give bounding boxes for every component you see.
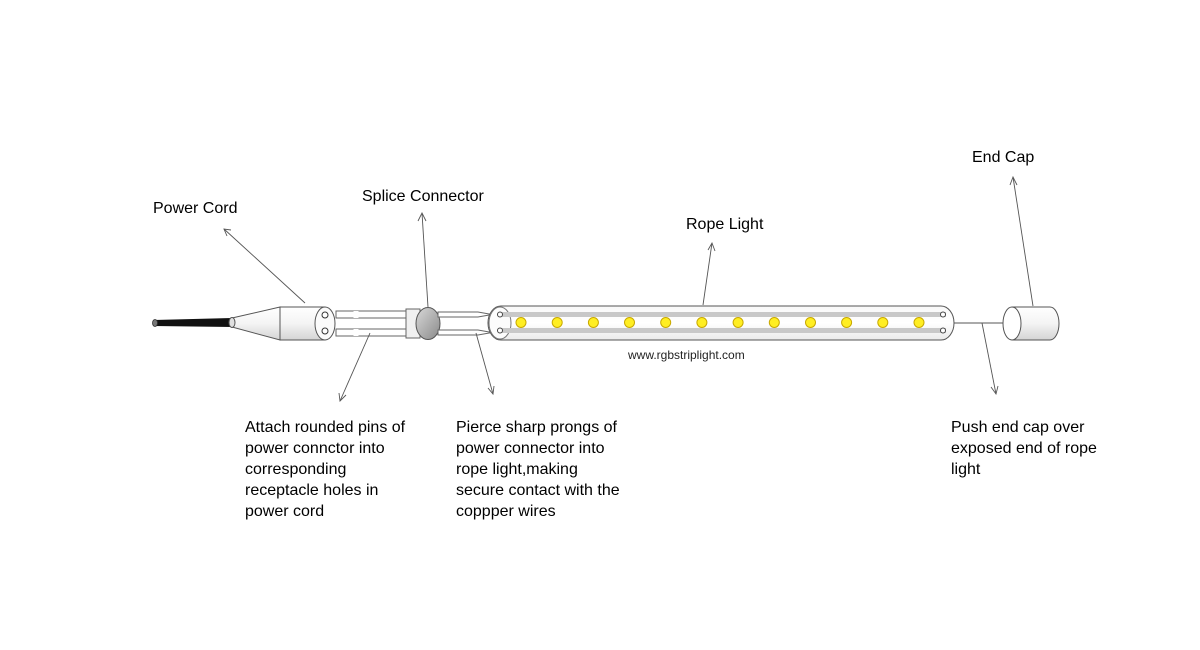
callout-attach-pins-arrowhead [338, 392, 347, 402]
callout-push-end-cap-arrowhead [990, 385, 999, 396]
callout-end-cap-arrowhead [1009, 175, 1018, 186]
callout-attach-pins [339, 332, 371, 402]
callout-power-cord [223, 228, 306, 304]
led-10 [841, 317, 853, 328]
cord-wire [154, 318, 232, 327]
watermark: www.rgbstriplight.com [628, 348, 745, 362]
connector-ball [415, 307, 441, 340]
cord-wire-end [152, 319, 158, 327]
label-rope-light: Rope Light [686, 216, 764, 233]
callout-pierce-prongs [475, 332, 494, 395]
callout-rope-light [702, 242, 713, 306]
led-8 [768, 317, 780, 328]
cord-receptacle-face [314, 306, 336, 341]
callout-push-end-cap [981, 322, 997, 395]
led-5 [660, 317, 672, 328]
receptacle-hole-top [321, 311, 329, 319]
callout-splice-connector [421, 212, 429, 308]
callout-end-cap [1012, 176, 1034, 307]
splice-connector [335, 307, 493, 340]
label-splice-connector: Splice Connector [362, 188, 484, 205]
end-cap-face [1002, 306, 1022, 341]
callout-splice-connector-arrowhead [417, 211, 427, 222]
led-4 [624, 317, 635, 328]
end-cap-body [1011, 306, 1060, 341]
led-6 [696, 317, 708, 328]
copper-wire-top [500, 312, 946, 317]
copper-wire-bottom [500, 328, 946, 333]
callout-lines [223, 175, 1034, 402]
label-power-cord: Power Cord [153, 200, 238, 217]
note-pierce-prongs: Pierce sharp prongs of power connector i… [456, 419, 620, 520]
led-11 [877, 317, 889, 328]
connector-neck [405, 308, 421, 339]
note-push-end-cap: Push end cap over exposed end of rope li… [951, 419, 1097, 478]
led-9 [805, 317, 816, 328]
cord-strain-relief [231, 306, 281, 341]
led-2 [551, 317, 563, 328]
callout-power-cord-arrowhead [223, 228, 232, 237]
power-cord [152, 306, 336, 341]
receptacle-hole-bottom [321, 327, 329, 335]
sharp-prong-top [437, 311, 493, 318]
rope-light-tube [487, 305, 955, 341]
callout-rope-light-arrowhead [707, 241, 716, 252]
wire-end-dot-top [497, 311, 503, 318]
sharp-prong-bottom [437, 329, 493, 336]
led-7 [732, 317, 744, 328]
cord-strain-relief-tip [228, 317, 236, 328]
led-12 [913, 317, 925, 328]
led-1 [515, 317, 527, 328]
led-3 [587, 317, 599, 328]
note-attach-pins: Attach rounded pins of power connctor in… [245, 419, 406, 520]
label-end-cap: End Cap [972, 149, 1035, 166]
callout-pierce-prongs-arrowhead [487, 385, 495, 396]
wire-end-dot-right-bottom [940, 327, 946, 334]
wire-end-dot-right-top [940, 311, 946, 318]
end-cap [954, 306, 1060, 341]
led-row [515, 317, 925, 328]
wire-end-dot-bottom [497, 327, 503, 334]
